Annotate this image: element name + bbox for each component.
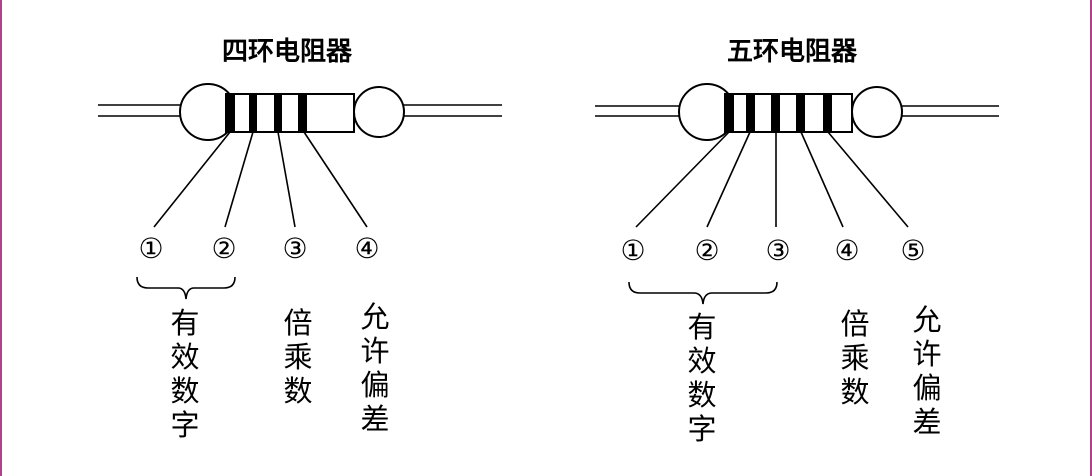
four-band-title: 四环电阻器: [222, 37, 353, 67]
color-band-4: [298, 94, 307, 132]
label-char: 乘: [840, 341, 869, 375]
label-char: 数: [170, 374, 199, 408]
leader-line-2: [224, 131, 254, 228]
brace: [628, 281, 778, 305]
leader-line-4: [800, 131, 844, 228]
resistor-body: [724, 93, 853, 133]
color-band-4: [796, 94, 805, 132]
label-char: 差: [912, 405, 941, 439]
four-band-resistor: 四环电阻器 ① ② ③ ④ 有 效 数 字 倍 乘 数 允: [98, 37, 502, 442]
label-multiplier: 倍 乘 数: [283, 306, 312, 408]
band-number-3: ③: [765, 234, 790, 267]
color-band-3: [274, 94, 282, 132]
label-char: 字: [687, 412, 716, 446]
band-number-1: ①: [620, 234, 645, 267]
label-multiplier: 倍 乘 数: [840, 307, 869, 409]
band-number-2: ②: [211, 232, 236, 265]
label-char: 许: [360, 334, 389, 368]
band-number-3: ③: [282, 232, 307, 265]
label-char: 有: [170, 306, 199, 340]
label-char: 倍: [283, 306, 312, 340]
leader-line-1: [635, 131, 730, 228]
label-char: 数: [840, 375, 869, 409]
label-char: 允: [912, 303, 941, 337]
label-tolerance: 允 许 偏 差: [360, 300, 389, 436]
band-number-2: ②: [694, 234, 719, 267]
label-char: 偏: [360, 368, 389, 402]
label-char: 偏: [912, 371, 941, 405]
label-char: 倍: [840, 307, 869, 341]
color-band-3: [771, 94, 780, 132]
label-char: 许: [912, 337, 941, 371]
label-char: 效: [170, 340, 199, 374]
label-char: 字: [170, 408, 199, 442]
band-number-1: ①: [138, 232, 163, 265]
label-significant-digits: 有 效 数 字: [170, 306, 199, 442]
leader-line-1: [153, 131, 231, 228]
label-char: 效: [687, 344, 716, 378]
color-band-5: [823, 94, 832, 132]
color-band-2: [746, 94, 755, 132]
leader-line-3: [277, 131, 296, 228]
band-number-4: ④: [834, 234, 859, 267]
leader-line-2: [706, 131, 751, 228]
label-tolerance: 允 许 偏 差: [912, 303, 941, 439]
label-char: 允: [360, 300, 389, 334]
label-significant-digits: 有 效 数 字: [687, 310, 716, 446]
color-band-1: [725, 94, 734, 132]
label-char: 数: [283, 374, 312, 408]
band-number-5: ⑤: [900, 234, 925, 267]
label-char: 差: [360, 402, 389, 436]
five-band-title: 五环电阻器: [727, 37, 858, 67]
leader-line-5: [827, 131, 909, 228]
five-band-resistor: 五环电阻器 ① ② ③ ④ ⑤ 有 效 数 字 倍 乘 数: [595, 37, 999, 446]
band-number-4: ④: [354, 232, 379, 265]
right-end-cap: [851, 86, 903, 138]
label-char: 乘: [283, 340, 312, 374]
leader-line-4: [303, 131, 368, 228]
color-band-2: [249, 94, 257, 132]
resistor-body: [225, 93, 355, 133]
label-char: 数: [687, 378, 716, 412]
right-end-cap: [353, 86, 405, 138]
label-char: 有: [687, 310, 716, 344]
color-band-1: [225, 94, 235, 132]
brace: [136, 276, 236, 300]
